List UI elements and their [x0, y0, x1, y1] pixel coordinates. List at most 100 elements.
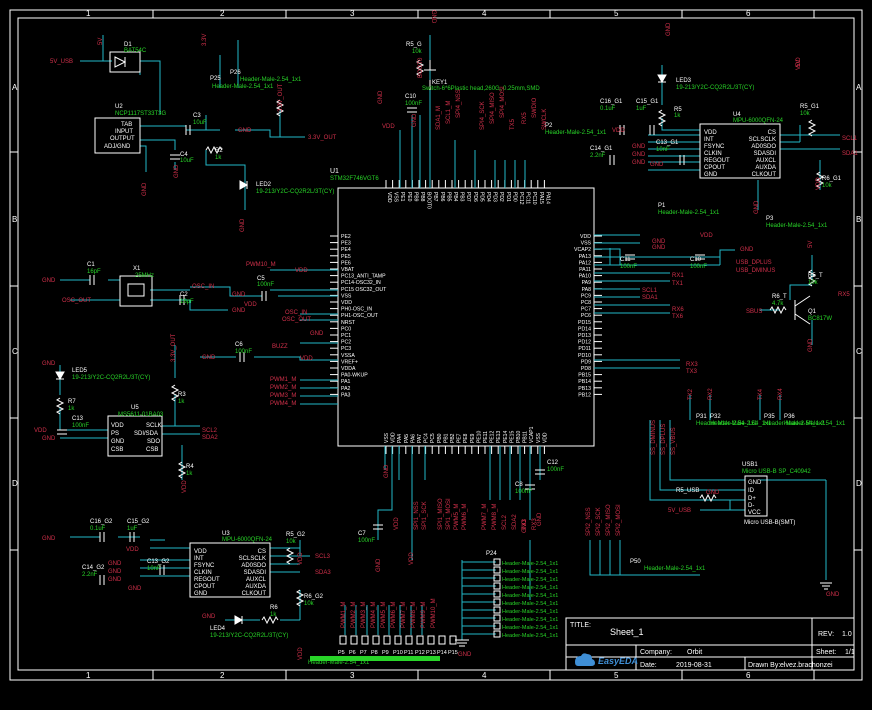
net-label: PWM6_M — [462, 504, 468, 530]
u5-pin-sclk: SCLK — [146, 423, 162, 429]
led-symbol — [55, 371, 65, 381]
net-label: 3.3V_OUT — [278, 83, 284, 112]
u4-right-pin: AUXCL — [756, 158, 777, 164]
r5g-val: 10k — [412, 49, 423, 55]
net-label: VDD — [612, 128, 625, 134]
r5g1-ref: R5_G1 — [800, 104, 820, 110]
resistor-symbol — [177, 461, 187, 479]
usb1-pin-dp: D+ — [748, 496, 756, 502]
net-label: 5V — [98, 38, 104, 45]
mcu-u1[interactable]: U1 STM32F746VGT6 PE2PE3PE4PE5PE6VBATPC13… — [330, 168, 602, 454]
net-label: SPI4_MOSI — [500, 86, 506, 118]
p3-part: Header-Male-2.54_1x1 — [766, 223, 828, 229]
net-label: PWM5_M — [381, 602, 387, 628]
mcu-left-pin: VDD — [341, 300, 352, 306]
led5-part: 19-213/Y2C-CQ2R2L/3T(CY) — [72, 375, 150, 381]
c10-ref: C10 — [405, 94, 417, 100]
mcu-bottom-pin: PC5 — [430, 433, 436, 443]
c14g2-val: 2.2nF — [82, 572, 98, 578]
resistor-symbol — [205, 145, 223, 155]
key1-ref: KEY1 — [432, 80, 448, 86]
bottom-header-ref: P12 — [415, 650, 425, 656]
p26-part: Header-Male-2.54_1x1 — [240, 77, 302, 83]
r7-val: 1k — [68, 406, 75, 412]
component-d1[interactable] — [109, 51, 141, 73]
header-pin — [361, 635, 369, 645]
net-label: PWM3_M — [361, 602, 367, 628]
led4-ref: LED4 — [210, 626, 226, 632]
net-label: GND — [238, 128, 252, 134]
net-label: GND — [128, 586, 142, 592]
net-label: PWM4_M — [270, 401, 296, 407]
net-label: GND — [142, 182, 148, 196]
net-label: RX1 — [672, 273, 684, 279]
component-usb1[interactable] — [744, 475, 768, 517]
net-label: PWM1_M — [270, 377, 296, 383]
net-label: SCL1_M — [446, 101, 452, 124]
u3-right-pin: AD0SDO — [241, 563, 266, 569]
net-label: SPI1_NSS — [414, 501, 420, 530]
net-label: GND — [652, 245, 666, 251]
p24-ref: P24 — [486, 551, 497, 557]
c7-ref: C7 — [358, 531, 366, 537]
mcu-bottom-pin: PA5 — [404, 434, 410, 443]
component-u4[interactable] — [699, 123, 781, 179]
header-pin — [339, 635, 347, 645]
resistor-symbol — [295, 589, 305, 607]
header-pin — [372, 635, 380, 645]
mcu-top-pin: PD5 — [478, 192, 484, 202]
mcu-right-pins: VDDVSSVCAP2PA13PA12PA11PA10PA9PA8PC9PC8P… — [574, 234, 602, 398]
r6g2-val: 10k — [304, 601, 315, 607]
p24-row: Header-Male-2.54_1x1 — [502, 617, 558, 623]
capacitor-symbol — [89, 275, 95, 285]
component-x1[interactable] — [119, 275, 153, 307]
mcu-right-pin: PD14 — [578, 326, 591, 332]
header-pin — [493, 630, 501, 638]
mcu-right-pin: PD11 — [578, 346, 591, 352]
bottom-header-ref: P13 — [426, 650, 436, 656]
u3-left-pin: FSYNC — [194, 563, 215, 569]
mcu-bottom-pin: PE13 — [496, 431, 502, 443]
c13g1-ref: C13_G1 — [656, 140, 679, 146]
net-label: GND — [378, 90, 384, 104]
net-label: GND — [232, 292, 246, 298]
c7-val: 100nF — [358, 538, 375, 544]
mcu-bottom-pin: PA4 — [397, 434, 403, 443]
net-label: VDD — [394, 517, 400, 530]
net-label: 5V_USB — [668, 508, 691, 514]
u4-right-pin: CS — [768, 130, 776, 136]
mcu-left-pin: NRST — [341, 320, 356, 326]
mcu-bottom-pin: PB10 — [516, 431, 522, 443]
col-label-bot-4: 4 — [482, 671, 487, 680]
net-label: GND — [652, 239, 666, 245]
net-label: TX2 — [688, 388, 694, 400]
mcu-right-pin: PB14 — [578, 379, 591, 385]
net-label: GND — [202, 614, 216, 620]
net-label: VDD — [816, 177, 822, 190]
u2-ref: U2 — [115, 104, 123, 110]
component-gnd-bottom — [455, 582, 832, 647]
component-key1[interactable] — [424, 60, 436, 90]
component-u2[interactable] — [94, 117, 141, 154]
net-label: PWM1_M — [341, 602, 347, 628]
component-q1[interactable] — [794, 295, 811, 325]
usb1-pin-gnd: GND — [748, 480, 762, 486]
component-u3[interactable] — [189, 542, 271, 598]
r6-ref: R6 — [270, 605, 278, 611]
net-label: GND — [202, 355, 216, 361]
mcu-bottom-pin: PA7 — [417, 434, 423, 443]
u2-pin-input: INPUT — [115, 129, 133, 135]
header-pin — [416, 635, 424, 645]
mcu-right-pin: PA10 — [579, 274, 591, 280]
component-u5[interactable] — [107, 415, 163, 457]
net-label: VDD — [298, 552, 304, 565]
led-symbol — [657, 74, 667, 84]
net-label: GND — [174, 164, 180, 178]
resistor-symbol — [285, 547, 295, 565]
c13-val: 100nF — [72, 423, 89, 429]
r6g2-ref: R6_G2 — [304, 594, 324, 600]
header-pin — [493, 606, 501, 614]
u4-left-pin: CPOUT — [704, 165, 725, 171]
